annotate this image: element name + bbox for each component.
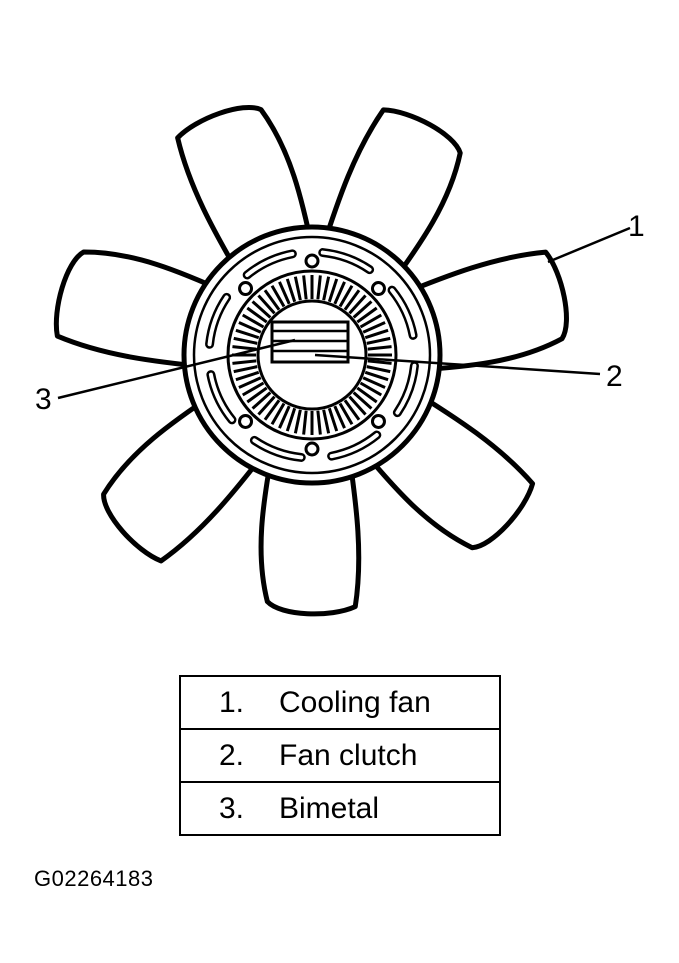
legend-number: 3. [219, 791, 245, 825]
cooling-fin [246, 306, 268, 324]
rim-slot-inner [320, 250, 372, 272]
cooling-fin [233, 365, 258, 374]
cooling-fin [278, 405, 291, 429]
callout-2: 2 [606, 360, 623, 393]
clutch-inner-rim [192, 235, 432, 475]
cooling-fin [362, 321, 386, 334]
legend-label: Cooling fan [279, 685, 431, 719]
legend-number: 2. [219, 738, 245, 772]
cooling-fin [278, 281, 291, 305]
cooling-fin [327, 407, 339, 432]
bolt-hole [370, 413, 386, 429]
legend-label: Bimetal [279, 791, 380, 825]
cooling-fin [241, 381, 265, 397]
figure-id: G02264183 [34, 866, 154, 891]
cooling-fin [367, 359, 392, 365]
callout-3: 3 [35, 383, 52, 416]
cooling-fin [343, 399, 361, 421]
cooling-fin [364, 328, 389, 340]
cooling-fin [285, 278, 297, 303]
rim-slot-inner [245, 251, 295, 277]
bolt-hole [304, 441, 320, 457]
parts-legend-table: 1. Cooling fan 2. Fan clutch 3. Bimetal [179, 675, 501, 836]
cooling-fin [364, 370, 389, 382]
cooling-fin [327, 278, 339, 303]
cooling-fin [246, 386, 268, 404]
cooling-fin [232, 345, 257, 351]
cooling-fin [263, 289, 281, 311]
legend-row: 3. Bimetal [179, 781, 501, 836]
cooling-fin [366, 365, 391, 374]
cooling-fin [270, 402, 286, 426]
cooling-fin [333, 281, 346, 305]
cooling-fin [322, 409, 331, 434]
cooling-fin [238, 376, 262, 389]
cooling-fin [302, 275, 308, 300]
bolt-hole [304, 253, 320, 269]
cooling-fin [338, 402, 354, 426]
cooling-fin [356, 386, 378, 404]
clutch-fin-ring [226, 269, 398, 441]
cooling-fin [233, 336, 258, 345]
cooling-fin [251, 300, 272, 319]
rim-slot-inner [207, 295, 229, 347]
cooling-fin [257, 395, 276, 416]
cooling-fin [238, 321, 262, 334]
fan-blade [258, 446, 362, 617]
cooling-fin [348, 395, 367, 416]
cooling-fin [343, 289, 361, 311]
cooling-fin [352, 391, 373, 410]
cooling-fin [285, 407, 297, 432]
bolt-hole [238, 281, 254, 297]
fan-clutch-diagram: 1 2 3 [35, 104, 645, 617]
cooling-fin [270, 284, 286, 308]
cooling-fin [235, 328, 260, 340]
legend-number: 1. [219, 685, 245, 719]
rim-slot-inner [208, 372, 234, 422]
bolt-hole [370, 281, 386, 297]
legend-row: 2. Fan clutch [179, 728, 501, 783]
cooling-fin [333, 405, 346, 429]
leader-line-3 [57, 338, 296, 400]
leader-line-1 [547, 226, 631, 264]
cooling-fin [348, 294, 367, 315]
callout-1: 1 [628, 210, 645, 243]
cooling-fin [235, 370, 260, 382]
rim-slot-inner [395, 363, 417, 415]
cooling-fin [352, 300, 373, 319]
cooling-fin [316, 410, 322, 435]
cooling-fin [293, 276, 302, 301]
cooling-fin [338, 284, 354, 308]
fan-clutch-hub [181, 224, 443, 486]
cooling-fin [356, 306, 378, 324]
rim-slot-inner [329, 433, 379, 459]
cooling-fin [362, 376, 386, 389]
cooling-fin [367, 345, 392, 351]
cooling-fin [359, 313, 383, 329]
rim-slot-inner [390, 288, 416, 338]
cooling-fin [251, 391, 272, 410]
cooling-fin [322, 276, 331, 301]
legend-label: Fan clutch [279, 738, 418, 772]
cooling-fin [241, 313, 265, 329]
rim-slot-inner [252, 438, 304, 460]
bolt-hole [238, 413, 254, 429]
cooling-fin [293, 409, 302, 434]
cooling-fin [302, 410, 308, 435]
cooling-fin [263, 399, 281, 421]
legend-row: 1. Cooling fan [179, 675, 501, 730]
cooling-fin [257, 294, 276, 315]
leader-line-2 [314, 353, 601, 376]
cooling-fin [359, 381, 383, 397]
cooling-fin [366, 336, 391, 345]
cooling-fin [316, 275, 322, 300]
cooling-fin [232, 359, 257, 365]
callout-leaders [57, 226, 631, 400]
